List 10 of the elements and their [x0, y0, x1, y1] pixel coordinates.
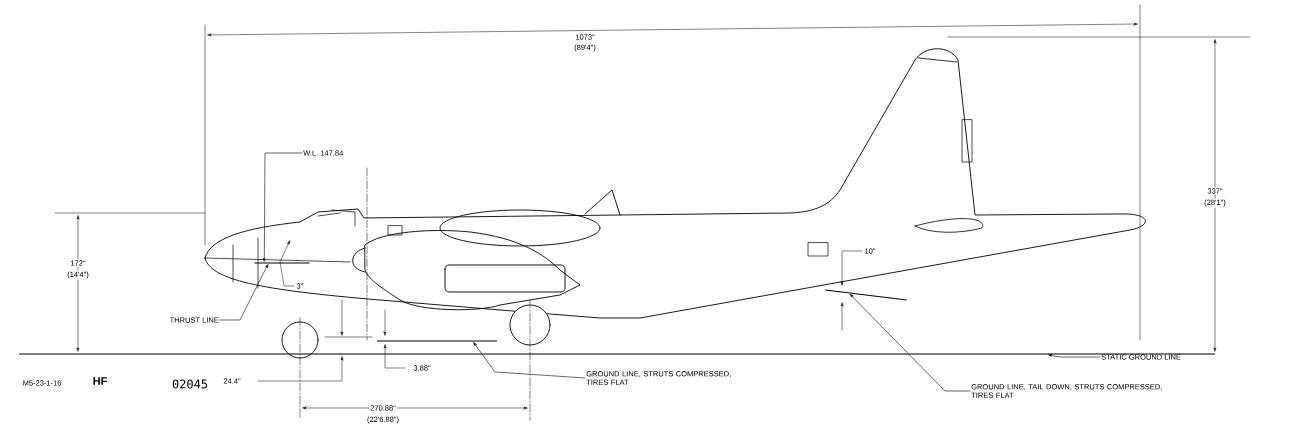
- ground-line: [377, 340, 497, 342]
- thrust-line: [254, 262, 310, 264]
- leader-line: [263, 152, 303, 262]
- drawing-number: 02045: [172, 379, 208, 389]
- leader-line: [850, 294, 971, 392]
- leader-line: [473, 342, 586, 379]
- leader-line: [219, 264, 268, 321]
- drawing-number: HF: [93, 377, 107, 385]
- ground-line: [825, 289, 907, 301]
- leader-line: [1048, 354, 1101, 358]
